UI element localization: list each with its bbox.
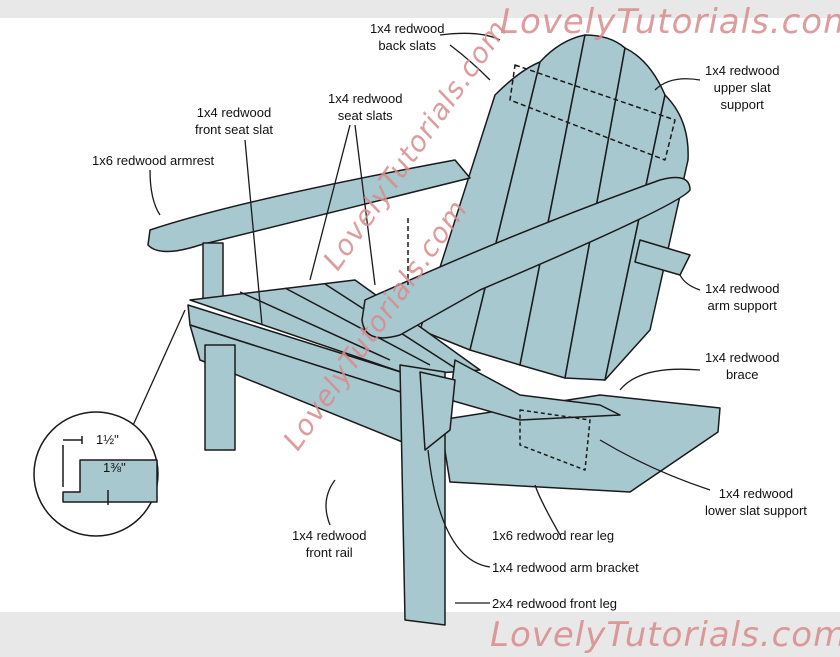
arm-bracket: [419, 371, 456, 451]
front-leg-left: [204, 344, 236, 451]
label-line: upper slat: [713, 80, 771, 95]
label-line: seat slats: [337, 108, 393, 123]
label-line: brace: [725, 367, 759, 382]
label-line: 1x4 redwood: [705, 63, 780, 78]
label-line: back slats: [378, 38, 437, 53]
arm-post-left: [202, 242, 224, 304]
armrest-right: [361, 176, 691, 339]
label-arm-bracket: 1x4 redwood arm bracket: [492, 560, 639, 575]
label-back-slats: 1x4 redwood back slats: [370, 20, 444, 54]
label-line: support: [720, 97, 764, 112]
inset-width-dimension: 1½": [96, 432, 119, 447]
label-seat-slats: 1x4 redwood seat slats: [328, 90, 402, 124]
label-brace: 1x4 redwood brace: [705, 349, 779, 383]
watermark-bottom: LovelyTutorials.com: [490, 615, 840, 655]
label-line: front seat slat: [195, 122, 274, 137]
label-line: 1x4 redwood: [292, 528, 367, 543]
label-front-leg: 2x4 redwood front leg: [492, 596, 618, 611]
label-line: 1x4 redwood: [370, 21, 445, 36]
lower-slat-support: [519, 409, 591, 471]
label-line: 1x4 redwood: [196, 105, 272, 120]
top-band: [0, 0, 840, 18]
leader-arrows: [129, 32, 711, 604]
label-rear-leg: 1x6 redwood rear leg: [492, 528, 615, 543]
armrest-left: [147, 159, 471, 253]
label-line: lower slat support: [705, 503, 807, 518]
label-arm-support: 1x4 redwood arm support: [705, 280, 779, 314]
label-line: 1x4 redwood: [328, 91, 403, 106]
label-upper-slat-support: 1x4 redwood upper slat support: [705, 62, 779, 113]
label-line: arm support: [707, 298, 777, 313]
label-front-rail: 1x4 redwood front rail: [292, 527, 366, 561]
profile-inset: [33, 411, 159, 537]
label-line: 1x4 redwood: [705, 350, 780, 365]
label-line: 1x4 redwood: [705, 281, 780, 296]
label-armrest: 1x6 redwood armrest: [92, 153, 215, 168]
upper-slat-support: [509, 64, 676, 161]
label-front-seat-slat: 1x4 redwood front seat slat: [195, 104, 273, 138]
inset-depth-dimension: 1⅜": [103, 460, 126, 475]
watermark-top: LovelyTutorials.com: [500, 2, 840, 42]
seat-slats: [189, 279, 481, 376]
rear-leg: [439, 394, 721, 493]
label-lower-slat-support: 1x4 redwood lower slat support: [705, 485, 807, 519]
label-line: 1x4 redwood: [718, 486, 794, 501]
label-line: front rail: [305, 545, 353, 560]
